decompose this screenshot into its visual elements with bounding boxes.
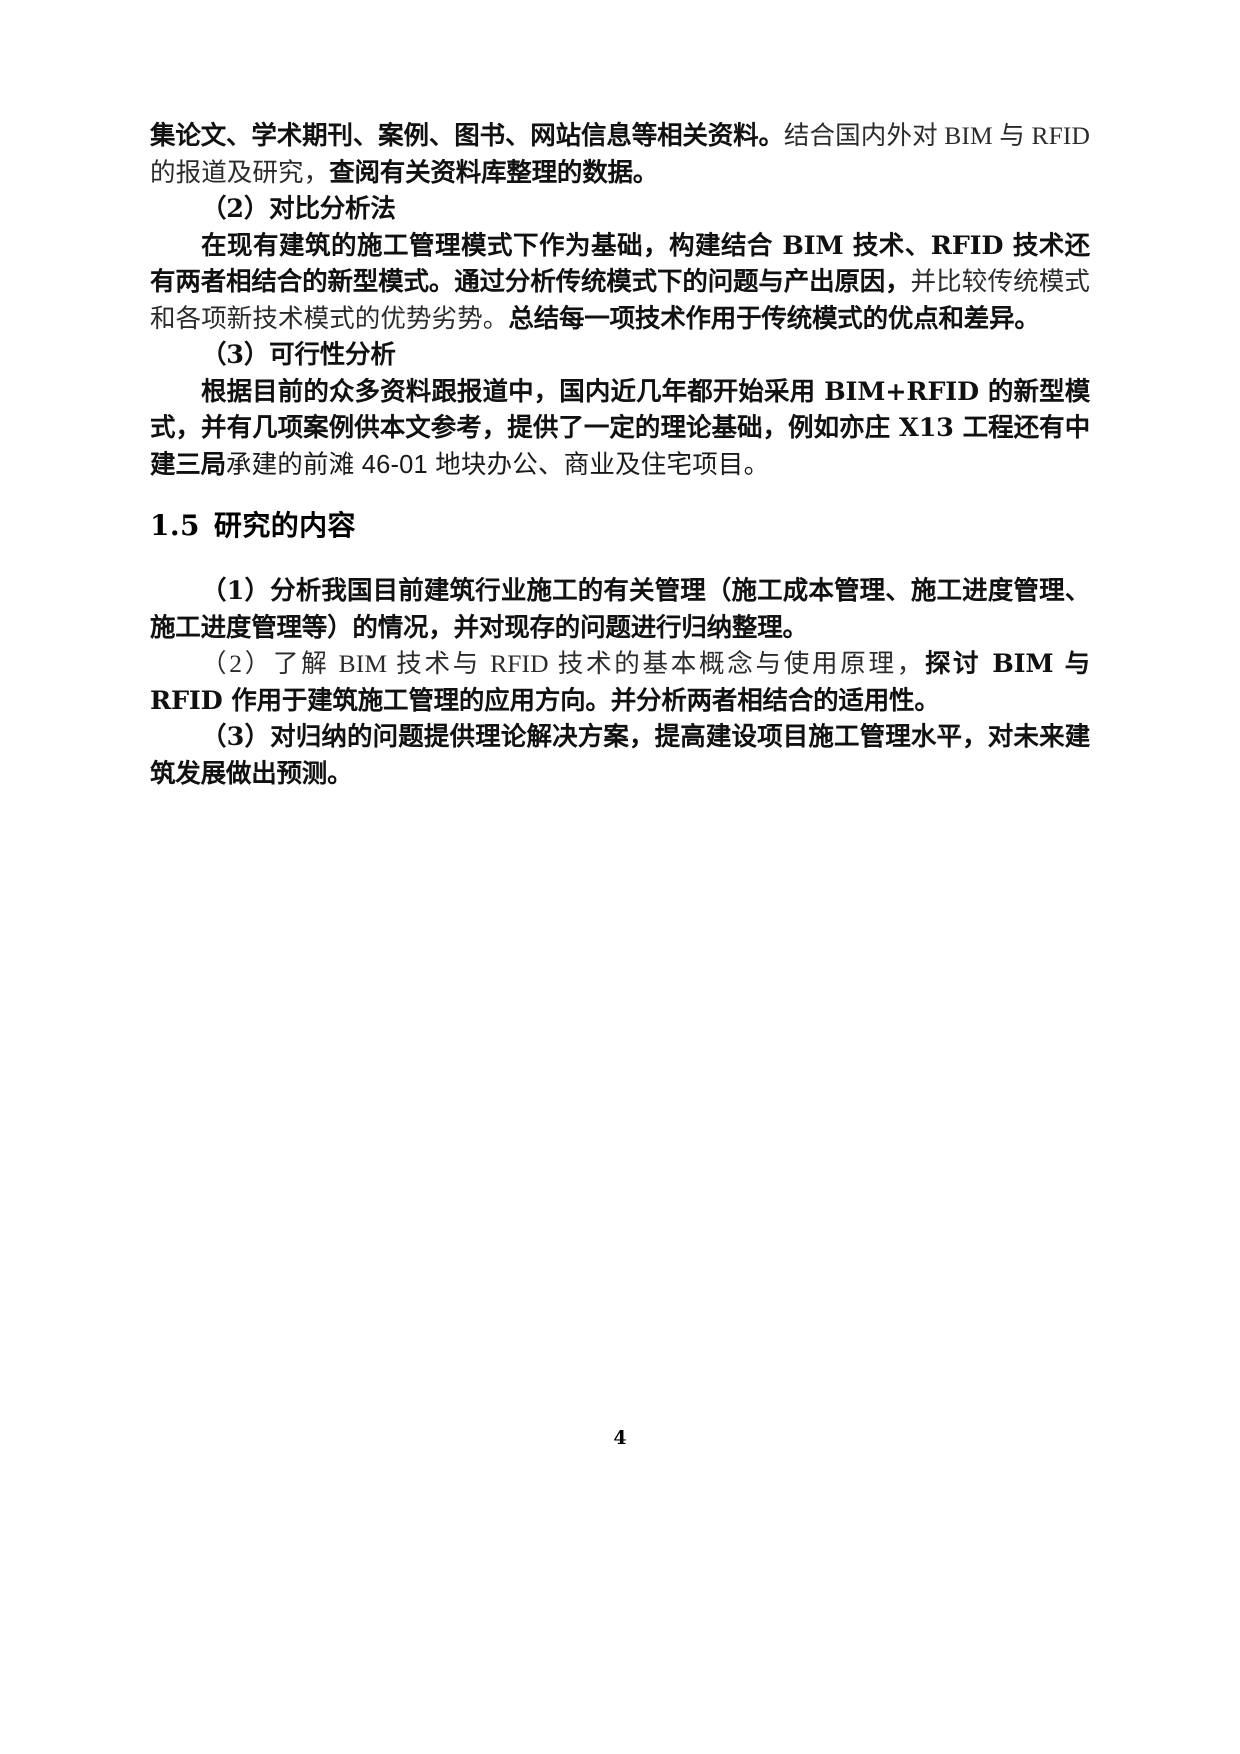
- heading-spacer: [150, 543, 1090, 573]
- text-run-bold: 探讨 BIM 与 RFID 作用于建筑施工管理的应用方向。并分析两者相结合的适用…: [150, 649, 1090, 716]
- paragraph-content-3: （3）对归纳的问题提供理论解决方案，提高建设项目施工管理水平，对未来建筑发展做出…: [150, 719, 1090, 792]
- list-label-2: （2）对比分析法: [150, 191, 1090, 228]
- text-run-sans: 承建的前滩 46-01 地块办公、商业及住宅项目。: [225, 450, 770, 479]
- page-content: 集论文、学术期刊、案例、图书、网站信息等相关资料。结合国内外对 BIM 与 RF…: [150, 118, 1090, 792]
- text-run-bold: （1）分析我国目前建筑行业施工的有关管理（施工成本管理、施工进度管理、施工进度管…: [150, 576, 1090, 643]
- paragraph-continuation: 集论文、学术期刊、案例、图书、网站信息等相关资料。结合国内外对 BIM 与 RF…: [150, 118, 1090, 191]
- page-number: 4: [613, 1427, 627, 1449]
- section-title: 研究的内容: [213, 509, 356, 542]
- text-run-bold: 集论文、学术期刊、案例、图书、网站信息等相关资料。: [150, 121, 784, 151]
- list-label-text: （3）可行性分析: [201, 340, 396, 370]
- text-run-bold: （3）对归纳的问题提供理论解决方案，提高建设项目施工管理水平，对未来建筑发展做出…: [150, 722, 1090, 789]
- section-heading: 1.5 研究的内容: [150, 509, 1090, 543]
- page-footer: 4: [0, 1427, 1240, 1449]
- list-label-text: （2）对比分析法: [201, 194, 396, 224]
- text-run-bold: 总结每一项技术作用于传统模式的优点和差异。: [508, 303, 1040, 334]
- text-run-regular: 并比较传统模式和各项新技术模式的优势劣势。: [150, 267, 1090, 333]
- paragraph-content-1: （1）分析我国目前建筑行业施工的有关管理（施工成本管理、施工进度管理、施工进度管…: [150, 573, 1090, 646]
- paragraph-comparative-analysis: 在现有建筑的施工管理模式下作为基础，构建结合 BIM 技术、RFID 技术还有两…: [150, 228, 1090, 338]
- paragraph-feasibility-analysis: 根据目前的众多资料跟报道中，国内近几年都开始采用 BIM+RFID 的新型模式，…: [150, 374, 1090, 484]
- text-run-regular: 结合国内外对 BIM 与 RFID 的报道及研究，: [150, 121, 1090, 187]
- text-run-bold: 在现有建筑的施工管理模式下作为基础，构建结合 BIM 技术、RFID 技术还有两…: [150, 230, 1090, 298]
- text-run-bold: 根据目前的众多资料跟报道中，国内近几年都开始采用 BIM+RFID 的新型模式，…: [150, 376, 1090, 480]
- list-label-3: （3）可行性分析: [150, 337, 1090, 374]
- section-number: 1.5: [150, 509, 200, 542]
- paragraph-content-2: （2）了解 BIM 技术与 RFID 技术的基本概念与使用原理，探讨 BIM 与…: [150, 646, 1090, 719]
- text-run-bold: 查阅有关资料库整理的数据。: [329, 157, 659, 188]
- text-run-regular: （2）了解 BIM 技术与 RFID 技术的基本概念与使用原理，: [201, 649, 926, 678]
